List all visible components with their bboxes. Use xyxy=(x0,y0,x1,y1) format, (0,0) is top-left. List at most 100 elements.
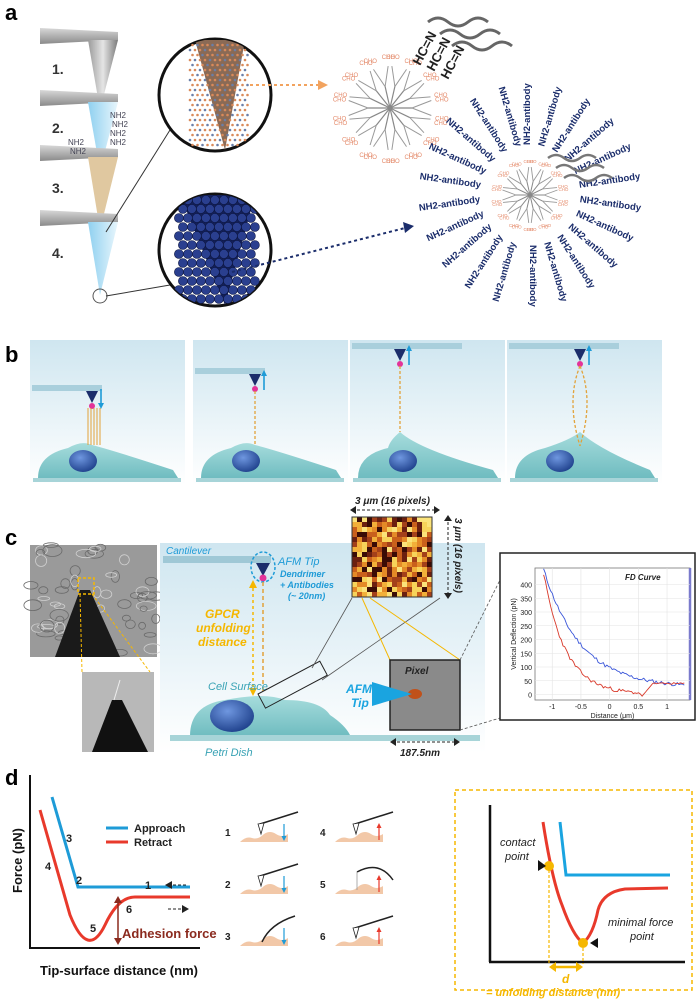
optical-micrograph xyxy=(23,542,166,673)
cho-label: CHO xyxy=(333,116,347,122)
cho-label: CHO xyxy=(364,155,378,161)
minimal-force-label-2: point xyxy=(629,931,655,943)
x-tick-label: 0.5 xyxy=(633,704,643,711)
map-pixel xyxy=(357,592,362,597)
map-pixel xyxy=(392,527,397,532)
cho-label: CHO xyxy=(527,227,537,232)
contact-point-marker xyxy=(544,861,554,871)
map-pixel xyxy=(427,562,432,567)
map-pixel xyxy=(377,522,382,527)
map-pixel xyxy=(362,517,367,522)
map-pixel xyxy=(397,557,402,562)
map-pixel xyxy=(357,527,362,532)
cho-label: CHO xyxy=(499,215,509,220)
map-pixel xyxy=(357,557,362,562)
map-pixel xyxy=(377,547,382,552)
map-pixel xyxy=(352,552,357,557)
map-pixel xyxy=(387,562,392,567)
magnifier-aldehyde-tip xyxy=(157,37,273,153)
nucleus xyxy=(389,450,417,472)
d-label: d xyxy=(562,972,570,986)
map-pixel xyxy=(392,542,397,547)
map-pixel xyxy=(382,577,387,582)
map-pixel xyxy=(377,582,382,587)
cho-label: CHO xyxy=(404,59,418,65)
zoom-box xyxy=(77,577,95,595)
map-pixel xyxy=(357,552,362,557)
map-pixel xyxy=(367,577,372,582)
curve-point-1: 1 xyxy=(145,880,151,892)
panel-c: c Cantilever AFM Tip Dendrimer + Antibod… xyxy=(5,496,696,759)
map-pixel xyxy=(372,542,377,547)
map-pixel xyxy=(402,542,407,547)
imine-linkers-2 xyxy=(547,153,613,183)
cho-label: CHO xyxy=(538,224,548,229)
map-pixel xyxy=(407,562,412,567)
optical-micrograph-zoom xyxy=(82,672,154,752)
map-pixel xyxy=(407,582,412,587)
zoom-line-1 xyxy=(105,129,171,233)
map-pixel xyxy=(352,532,357,537)
map-pixel xyxy=(407,532,412,537)
cho-label: CHO xyxy=(386,159,400,165)
retract-curve xyxy=(38,809,190,942)
map-pixel xyxy=(372,517,377,522)
map-pixel xyxy=(422,562,427,567)
map-pixel xyxy=(427,542,432,547)
step-1-probe xyxy=(40,28,118,110)
map-pixel xyxy=(372,522,377,527)
map-height-label: 3 μm (16 pixels) xyxy=(452,518,463,594)
map-pixel xyxy=(417,557,422,562)
distance-label: distance xyxy=(198,635,247,649)
map-pixel xyxy=(377,572,382,577)
step-number: 1 xyxy=(225,828,231,839)
pixel-title: Pixel xyxy=(405,666,429,677)
map-pixel xyxy=(427,517,432,522)
map-pixel xyxy=(392,562,397,567)
step-icon-1: 1 xyxy=(225,811,299,842)
panel-c-letter: c xyxy=(5,525,17,550)
map-pixel xyxy=(377,552,382,557)
map-pixel xyxy=(367,567,372,572)
antibody-label: NH2-antibody xyxy=(418,194,481,214)
map-pixel xyxy=(417,522,422,527)
unfolding-zoom-frame xyxy=(454,789,693,991)
map-pixel xyxy=(392,517,397,522)
size-label: (~ 20nm) xyxy=(288,591,325,601)
map-pixel xyxy=(387,527,392,532)
map-pixel xyxy=(412,522,417,527)
map-pixel xyxy=(362,552,367,557)
approach-curve xyxy=(50,796,190,889)
map-pixel xyxy=(367,527,372,532)
cho-label: CHO xyxy=(409,61,423,67)
cho-label: CHO xyxy=(342,138,356,144)
cho-label: CHO xyxy=(558,187,568,192)
map-pixel xyxy=(402,517,407,522)
cho-label: CHO xyxy=(364,59,378,65)
map-pixel xyxy=(397,517,402,522)
map-pixel xyxy=(372,567,377,572)
map-pixel xyxy=(402,557,407,562)
magnifier-antibody-tip xyxy=(157,192,273,308)
y-tick-label: 250 xyxy=(520,624,532,631)
map-pixel xyxy=(392,592,397,597)
curve-point-4: 4 xyxy=(45,861,52,873)
fd-approach-series xyxy=(543,568,685,687)
map-pixel xyxy=(422,527,427,532)
pixel-tip-label-2: Tip xyxy=(351,696,369,710)
map-pixel xyxy=(422,572,427,577)
map-pixel xyxy=(392,522,397,527)
y-tick-label: 300 xyxy=(520,610,532,617)
map-pixel xyxy=(422,552,427,557)
map-pixel xyxy=(427,577,432,582)
antibody-dendrimer: CHOCHOCHOCHOCHOCHOCHOCHOCHOCHOCHOCHOCHOC… xyxy=(492,159,569,232)
map-pixel xyxy=(402,572,407,577)
fd-ylabel: Vertical Deflection (pN) xyxy=(511,598,518,670)
cho-label: CHO xyxy=(499,171,509,176)
cho-label: CHO xyxy=(382,159,396,165)
unfolding-frame-4 xyxy=(507,340,662,485)
map-pixel xyxy=(372,527,377,532)
map-pixel xyxy=(412,552,417,557)
map-pixel xyxy=(382,547,387,552)
curve-point-5: 5 xyxy=(90,923,96,935)
